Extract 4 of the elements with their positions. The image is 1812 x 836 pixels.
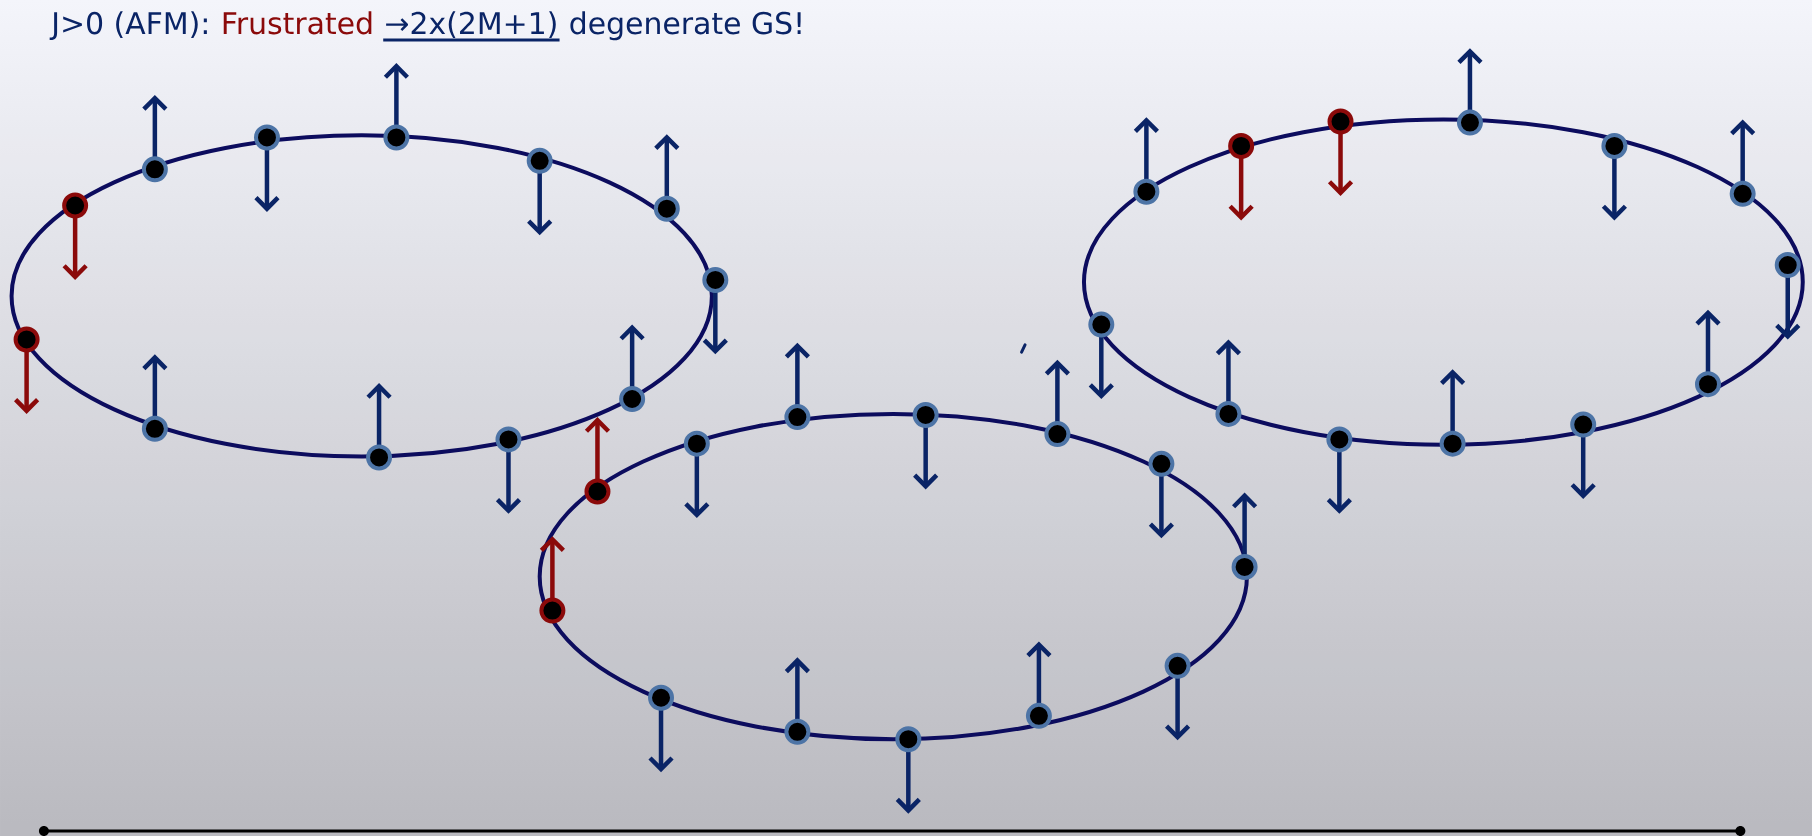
heading-text: J>0 (AFM):	[49, 11, 207, 40]
heading-text: →2x(2M+1)	[383, 11, 560, 42]
heading-text: Frustrated	[223, 11, 372, 35]
heading-text: degenerate GS!	[570, 11, 801, 41]
